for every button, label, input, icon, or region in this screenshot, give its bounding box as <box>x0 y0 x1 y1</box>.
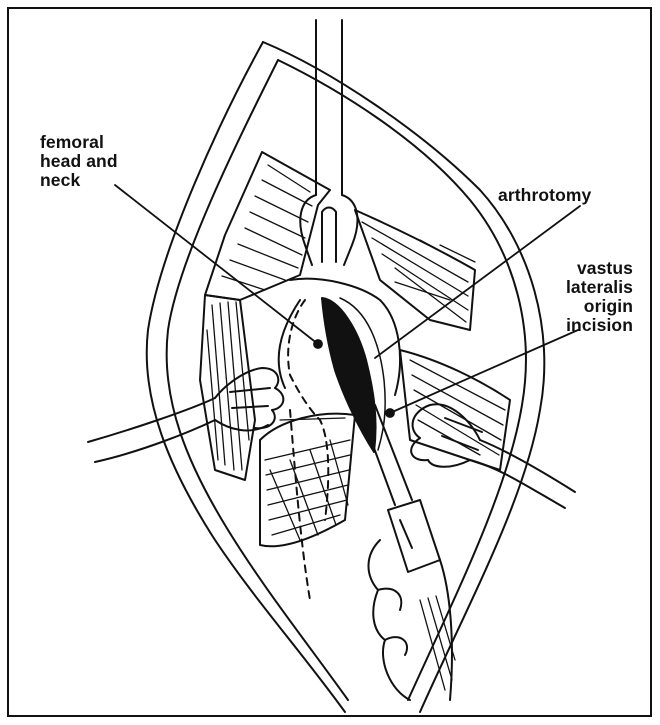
label-vastus-line-4: incision <box>566 316 633 335</box>
label-arthrotomy-text: arthrotomy <box>498 186 591 205</box>
label-femoral-line-2: head and <box>40 152 118 171</box>
label-arthrotomy: arthrotomy <box>498 186 591 205</box>
vastus-leader-line <box>390 330 578 413</box>
arthrotomy-leader-line <box>375 206 580 358</box>
label-vastus-line-1: vastus <box>566 259 633 278</box>
cut-tissue-hatching <box>260 414 355 547</box>
femoral-pointer-dot <box>314 340 322 348</box>
vastus-pointer-dot <box>386 409 394 417</box>
label-femoral-line-3: neck <box>40 171 118 190</box>
top-retractor <box>300 20 357 265</box>
label-vastus-line-3: origin <box>566 297 633 316</box>
tensor-muscle-mass <box>355 210 475 330</box>
lower-left-muscle <box>200 295 255 480</box>
label-femoral-head-neck: femoral head and neck <box>40 133 118 190</box>
label-vastus-lateralis: vastus lateralis origin incision <box>566 259 633 335</box>
label-vastus-line-2: lateralis <box>566 278 633 297</box>
label-femoral-line-1: femoral <box>40 133 118 152</box>
